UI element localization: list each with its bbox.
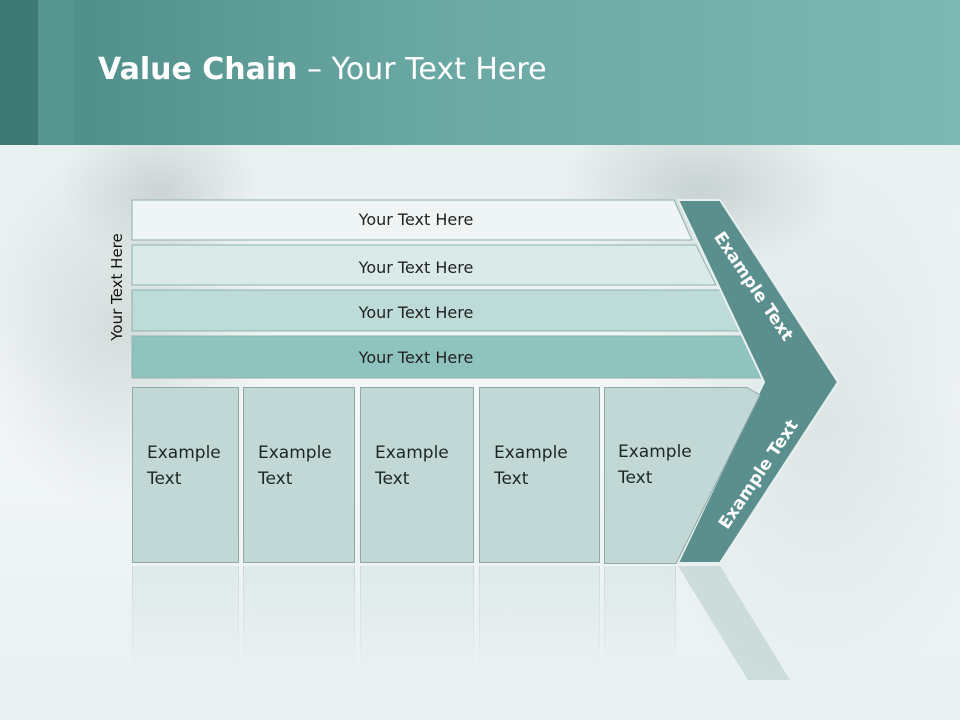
title-rest: – Your Text Here xyxy=(297,52,547,87)
bar-2-label: Your Text Here xyxy=(358,258,474,277)
header-accent-strip xyxy=(38,0,74,145)
chevron-reflection xyxy=(678,566,790,680)
slide-title[interactable]: Value Chain – Your Text Here xyxy=(98,52,547,87)
box-3[interactable]: Example Text xyxy=(360,387,474,563)
title-bold: Value Chain xyxy=(98,52,298,87)
bar-3[interactable]: Your Text Here xyxy=(131,289,741,332)
header-accent-strip xyxy=(0,0,38,145)
box-5-reflection xyxy=(604,566,676,696)
box-5-text: Example Text xyxy=(604,387,724,563)
bar-3-label: Your Text Here xyxy=(358,303,474,322)
box-5[interactable] xyxy=(604,387,764,564)
box-3-reflection xyxy=(360,566,474,696)
box-4-label: Example Text xyxy=(494,443,568,489)
bar-1-label: Your Text Here xyxy=(358,210,474,229)
bar-1[interactable]: Your Text Here xyxy=(131,199,693,241)
box-4[interactable]: Example Text xyxy=(479,387,600,563)
box-1-reflection xyxy=(132,566,239,696)
box-1-label: Example Text xyxy=(147,443,221,489)
box-1[interactable]: Example Text xyxy=(132,387,239,563)
bar-4-label: Your Text Here xyxy=(358,348,474,367)
box-4-reflection xyxy=(479,566,600,696)
box-2-reflection xyxy=(243,566,355,696)
bar-4[interactable]: Your Text Here xyxy=(131,335,765,379)
box-2-label: Example Text xyxy=(258,443,332,489)
box-3-label: Example Text xyxy=(375,443,449,489)
box-2[interactable]: Example Text xyxy=(243,387,355,563)
box-5-label: Example Text xyxy=(618,442,692,488)
bar-2[interactable]: Your Text Here xyxy=(131,244,717,286)
title-bar: Value Chain – Your Text Here xyxy=(0,0,960,145)
